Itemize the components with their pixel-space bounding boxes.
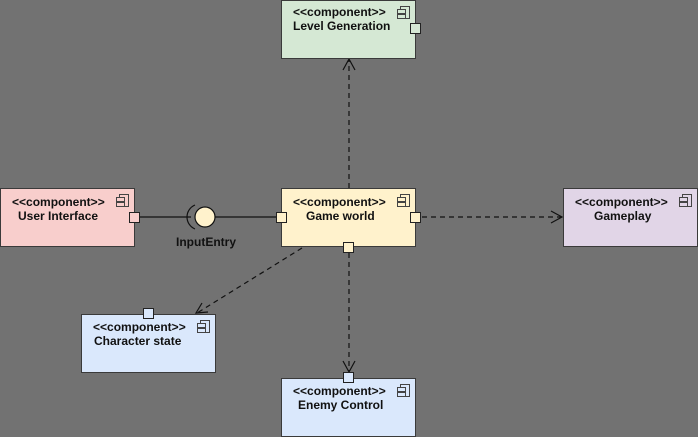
component-stereotype: <<component>> <box>293 384 386 398</box>
component-user-interface[interactable]: <<component>> User Interface <box>0 188 135 247</box>
arrowhead-icon <box>342 57 356 71</box>
component-name: Game world <box>306 209 375 223</box>
component-game-world[interactable]: <<component>> Game world <box>281 188 416 247</box>
component-icon <box>116 194 129 207</box>
component-icon <box>197 320 210 333</box>
port-game-world-right <box>410 212 421 223</box>
component-character-state[interactable]: <<component>> Character state <box>81 314 216 373</box>
component-icon <box>679 194 692 207</box>
provided-interface-icon <box>194 206 216 228</box>
port-character-state <box>143 308 154 319</box>
port-game-world-bottom <box>343 242 354 253</box>
component-stereotype: <<component>> <box>12 195 105 209</box>
component-stereotype: <<component>> <box>93 320 186 334</box>
component-level-generation[interactable]: <<component>> Level Generation <box>281 0 416 59</box>
port-enemy-control <box>343 372 354 383</box>
component-stereotype: <<component>> <box>293 195 386 209</box>
component-icon <box>397 6 410 19</box>
arrowhead-icon <box>194 302 209 314</box>
port-user-interface <box>129 212 140 223</box>
component-stereotype: <<component>> <box>575 195 668 209</box>
component-name: Gameplay <box>594 209 652 223</box>
component-icon <box>397 194 410 207</box>
component-name: Enemy Control <box>298 398 384 412</box>
component-name: Character state <box>94 334 182 348</box>
component-gameplay[interactable]: <<component>> Gameplay <box>563 188 698 247</box>
arrowhead-icon <box>550 210 564 224</box>
component-name: User Interface <box>18 209 99 223</box>
required-socket-icon <box>186 204 196 230</box>
component-enemy-control[interactable]: <<component>> Enemy Control <box>281 378 416 437</box>
component-name: Level Generation <box>293 19 391 33</box>
dep-line-character-state <box>196 247 303 314</box>
component-stereotype: <<component>> <box>293 5 386 19</box>
interface-label: InputEntry <box>176 235 236 249</box>
port-level-generation <box>410 23 421 34</box>
port-game-world-left <box>276 212 287 223</box>
component-icon <box>397 384 410 397</box>
